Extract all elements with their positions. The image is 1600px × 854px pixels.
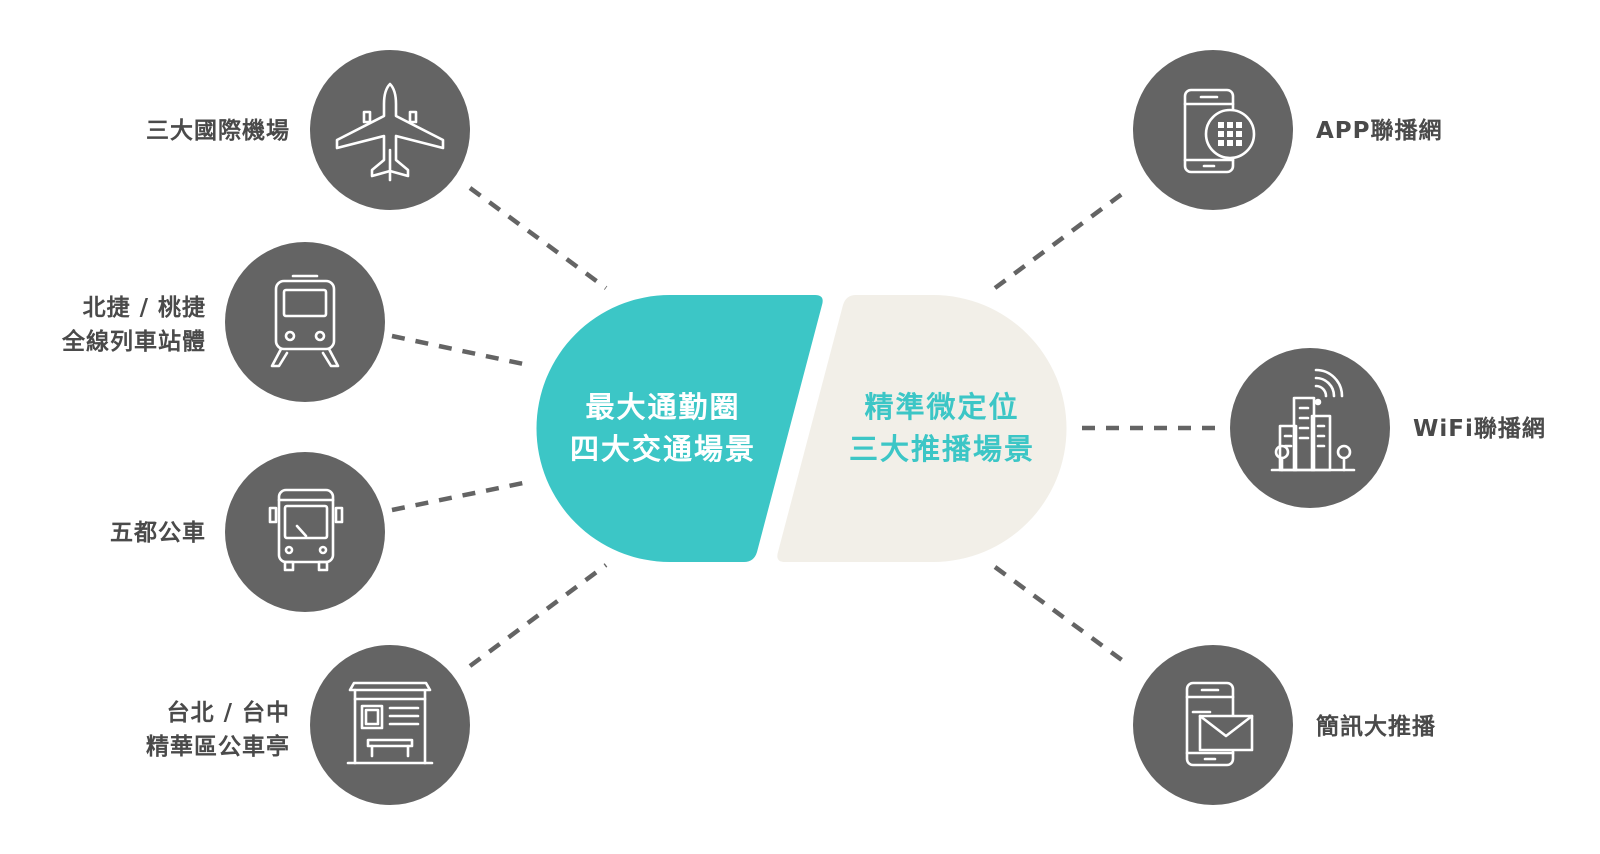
label-bus: 五都公車 — [110, 520, 206, 546]
node-circle-train — [225, 242, 385, 402]
smartphone-app-icon — [1183, 88, 1256, 174]
connector-bus — [391, 479, 529, 513]
label-train: 北捷 / 桃捷 全線列車站體 — [62, 295, 206, 355]
node-circle-airport — [310, 50, 470, 210]
label-wifi: WiFi聯播網 — [1413, 416, 1546, 442]
center-right-text: 精準微定位 三大推播場景 — [848, 390, 1035, 466]
airplane-icon — [335, 82, 445, 182]
city-wifi-icon — [1270, 368, 1356, 472]
connector-train — [391, 333, 529, 368]
connector-sms — [993, 565, 1132, 668]
connectors — [391, 186, 1218, 668]
label-sms: 簡訊大推播 — [1316, 714, 1436, 740]
center-left-text: 最大通勤圈 四大交通場景 — [569, 390, 756, 466]
connector-shelter — [468, 563, 608, 668]
bus-icon — [268, 488, 344, 572]
smartphone-message-icon — [1185, 681, 1254, 767]
center-pill-left — [536, 295, 823, 562]
label-shelter: 台北 / 台中 精華區公車亭 — [146, 700, 290, 760]
label-app: APP聯播網 — [1316, 118, 1443, 144]
train-icon — [270, 274, 340, 368]
connector-airport — [468, 186, 608, 290]
node-circle-bus — [225, 452, 385, 612]
connector-app — [993, 186, 1132, 290]
bus-shelter-icon — [346, 681, 434, 765]
label-airport: 三大國際機場 — [146, 118, 290, 144]
node-circle-wifi — [1230, 348, 1390, 508]
center-pill-right — [777, 295, 1067, 562]
